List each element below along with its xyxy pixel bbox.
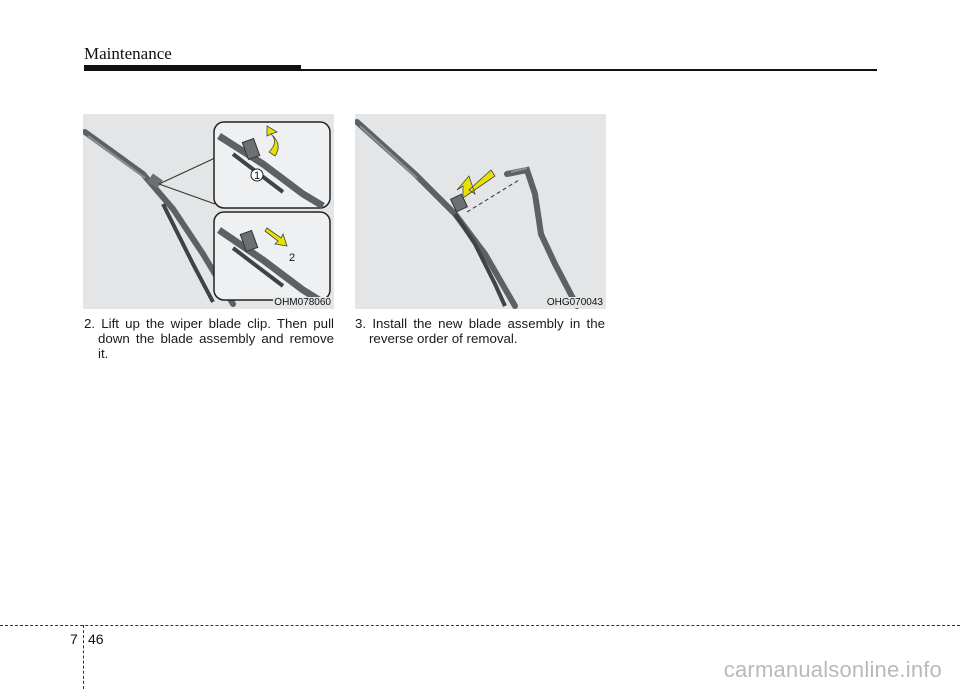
- wiper-install-illustration: [355, 119, 580, 309]
- pull-arrow-icon: [264, 227, 288, 247]
- callout-2: 2: [289, 252, 295, 264]
- page-number: 46: [88, 631, 104, 647]
- figure-code: OHG070043: [545, 297, 604, 308]
- step-3: 3. Install the new blade assembly in the…: [355, 316, 605, 346]
- header-rule-thin: [301, 69, 877, 71]
- lift-arrow-icon: [266, 125, 279, 157]
- install-arrow-icon: [456, 169, 496, 199]
- footer-rule: [0, 625, 960, 626]
- figure-remove-blade: 1 2 OHM078060: [83, 114, 334, 309]
- inset-bottom: [213, 211, 331, 301]
- step-2-text: 2. Lift up the wiper blade clip. Then pu…: [84, 316, 334, 361]
- chapter-number: 7: [70, 631, 78, 647]
- step-2: 2. Lift up the wiper blade clip. Then pu…: [84, 316, 334, 361]
- header-rule-thick: [84, 65, 301, 71]
- footer-divider: [83, 625, 84, 689]
- watermark: carmanualsonline.info: [723, 657, 942, 682]
- figure-install-blade: OHG070043: [355, 114, 606, 309]
- wiper-removal-illustration: 1 2: [83, 121, 331, 307]
- callout-1: 1: [254, 170, 260, 182]
- figure-code: OHM078060: [273, 297, 332, 308]
- step-3-text: 3. Install the new blade assembly in the…: [355, 316, 605, 346]
- section-title: Maintenance: [84, 44, 172, 63]
